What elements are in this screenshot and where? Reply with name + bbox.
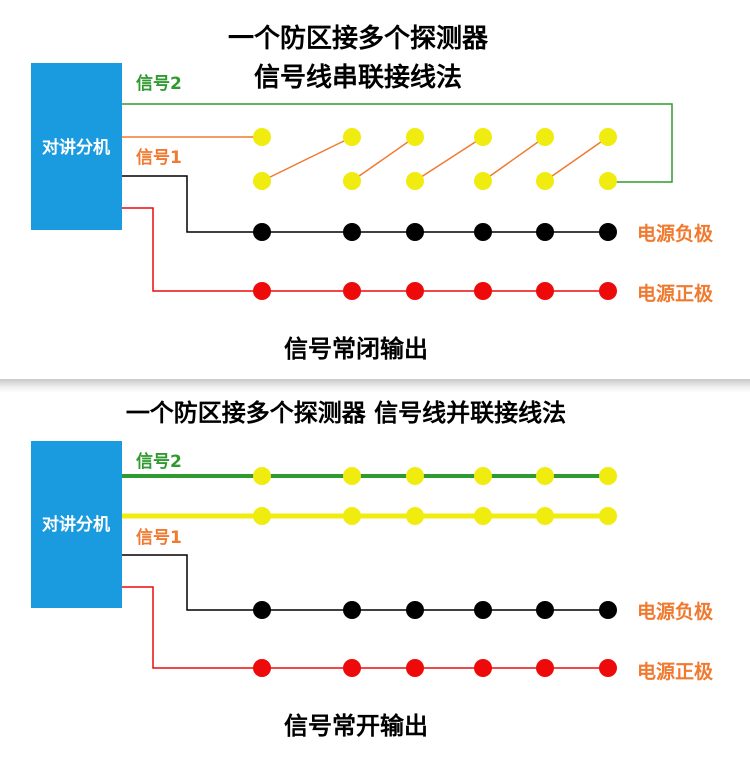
bottom-terminal-upper [253, 467, 271, 485]
top-terminal-upper [536, 128, 554, 146]
top-series-jumper [351, 136, 416, 182]
bottom-terminal-negative [406, 601, 424, 619]
top-terminal-positive [599, 282, 617, 300]
bottom-wires [122, 474, 612, 669]
top-terminal-negative [536, 223, 554, 241]
bottom-terminal-negative [536, 601, 554, 619]
bottom-negative-wire [122, 554, 608, 611]
top-terminal-positive [343, 282, 361, 300]
bottom-terminal-positive [343, 659, 361, 677]
top-terminal-positive [474, 282, 492, 300]
top-terminal-upper [253, 128, 271, 146]
bottom-terminal-negative [253, 601, 271, 619]
bottom-title: 一个防区接多个探测器 信号线并联接线法 [126, 399, 566, 427]
bottom-terminal-upper [406, 467, 424, 485]
bottom-terminal-positive [599, 659, 617, 677]
top-panel: 一个防区接多个探测器 信号线串联接线法 对讲分机 信号2 信号1 电源负极 电源… [31, 24, 714, 363]
bottom-terminal-upper [536, 467, 554, 485]
bottom-terminal-lower [406, 507, 424, 525]
top-terminal-negative [343, 223, 361, 241]
top-terminal-lower [406, 172, 424, 190]
top-terminals [253, 128, 617, 300]
top-negative-label: 电源负极 [637, 222, 714, 245]
top-negative-wire [122, 175, 608, 233]
bottom-signal2-label: 信号2 [136, 451, 182, 472]
top-terminal-upper [406, 128, 424, 146]
panel-divider [0, 379, 750, 393]
bottom-terminal-lower [253, 507, 271, 525]
bottom-output-label: 信号常开输出 [284, 712, 428, 740]
top-series-jumper [544, 136, 609, 182]
top-terminal-lower [343, 172, 361, 190]
bottom-terminal-positive [536, 659, 554, 677]
top-signal1-label: 信号1 [136, 147, 182, 168]
top-signal2-label: 信号2 [136, 73, 182, 94]
top-intercom-label: 对讲分机 [42, 137, 110, 158]
bottom-terminal-lower [343, 507, 361, 525]
bottom-signal1-label: 信号1 [136, 527, 182, 548]
top-positive-wire [122, 207, 608, 292]
top-series-jumper [482, 136, 546, 182]
bottom-panel: 一个防区接多个探测器 信号线并联接线法 对讲分机 信号2 信号1 电源负极 电源… [31, 399, 714, 740]
bottom-terminal-upper [599, 467, 617, 485]
bottom-terminal-negative [474, 601, 492, 619]
bottom-terminal-negative [343, 601, 361, 619]
bottom-terminal-lower [599, 507, 617, 525]
bottom-intercom-label: 对讲分机 [42, 514, 110, 535]
bottom-intercom-box [31, 441, 122, 608]
top-series-jumper [261, 136, 353, 182]
bottom-terminal-positive [406, 659, 424, 677]
bottom-terminal-lower [536, 507, 554, 525]
top-series-jumper [414, 136, 484, 182]
bottom-terminals [253, 467, 617, 677]
bottom-terminal-lower [474, 507, 492, 525]
top-terminal-negative [599, 223, 617, 241]
top-terminal-lower [253, 172, 271, 190]
bottom-terminal-positive [253, 659, 271, 677]
top-terminal-upper [343, 128, 361, 146]
top-terminal-negative [253, 223, 271, 241]
top-terminal-positive [406, 282, 424, 300]
top-terminal-negative [474, 223, 492, 241]
top-title-line1: 一个防区接多个探测器 [228, 24, 489, 54]
bottom-terminal-upper [343, 467, 361, 485]
top-terminal-positive [253, 282, 271, 300]
top-title-line2: 信号线串联接线法 [254, 63, 462, 93]
bottom-positive-wire [122, 586, 608, 669]
bottom-positive-label: 电源正极 [637, 660, 714, 683]
top-signal2-wire [122, 103, 673, 183]
top-wires [122, 103, 673, 292]
top-intercom-box [31, 63, 122, 230]
top-terminal-lower [599, 172, 617, 190]
top-terminal-lower [536, 172, 554, 190]
top-terminal-upper [599, 128, 617, 146]
bottom-terminal-positive [474, 659, 492, 677]
top-terminal-negative [406, 223, 424, 241]
top-terminal-lower [474, 172, 492, 190]
top-terminal-positive [536, 282, 554, 300]
top-output-label: 信号常闭输出 [284, 335, 428, 363]
bottom-terminal-upper [474, 467, 492, 485]
top-terminal-upper [474, 128, 492, 146]
bottom-terminal-negative [599, 601, 617, 619]
top-positive-label: 电源正极 [637, 282, 714, 305]
bottom-negative-label: 电源负极 [637, 600, 714, 623]
